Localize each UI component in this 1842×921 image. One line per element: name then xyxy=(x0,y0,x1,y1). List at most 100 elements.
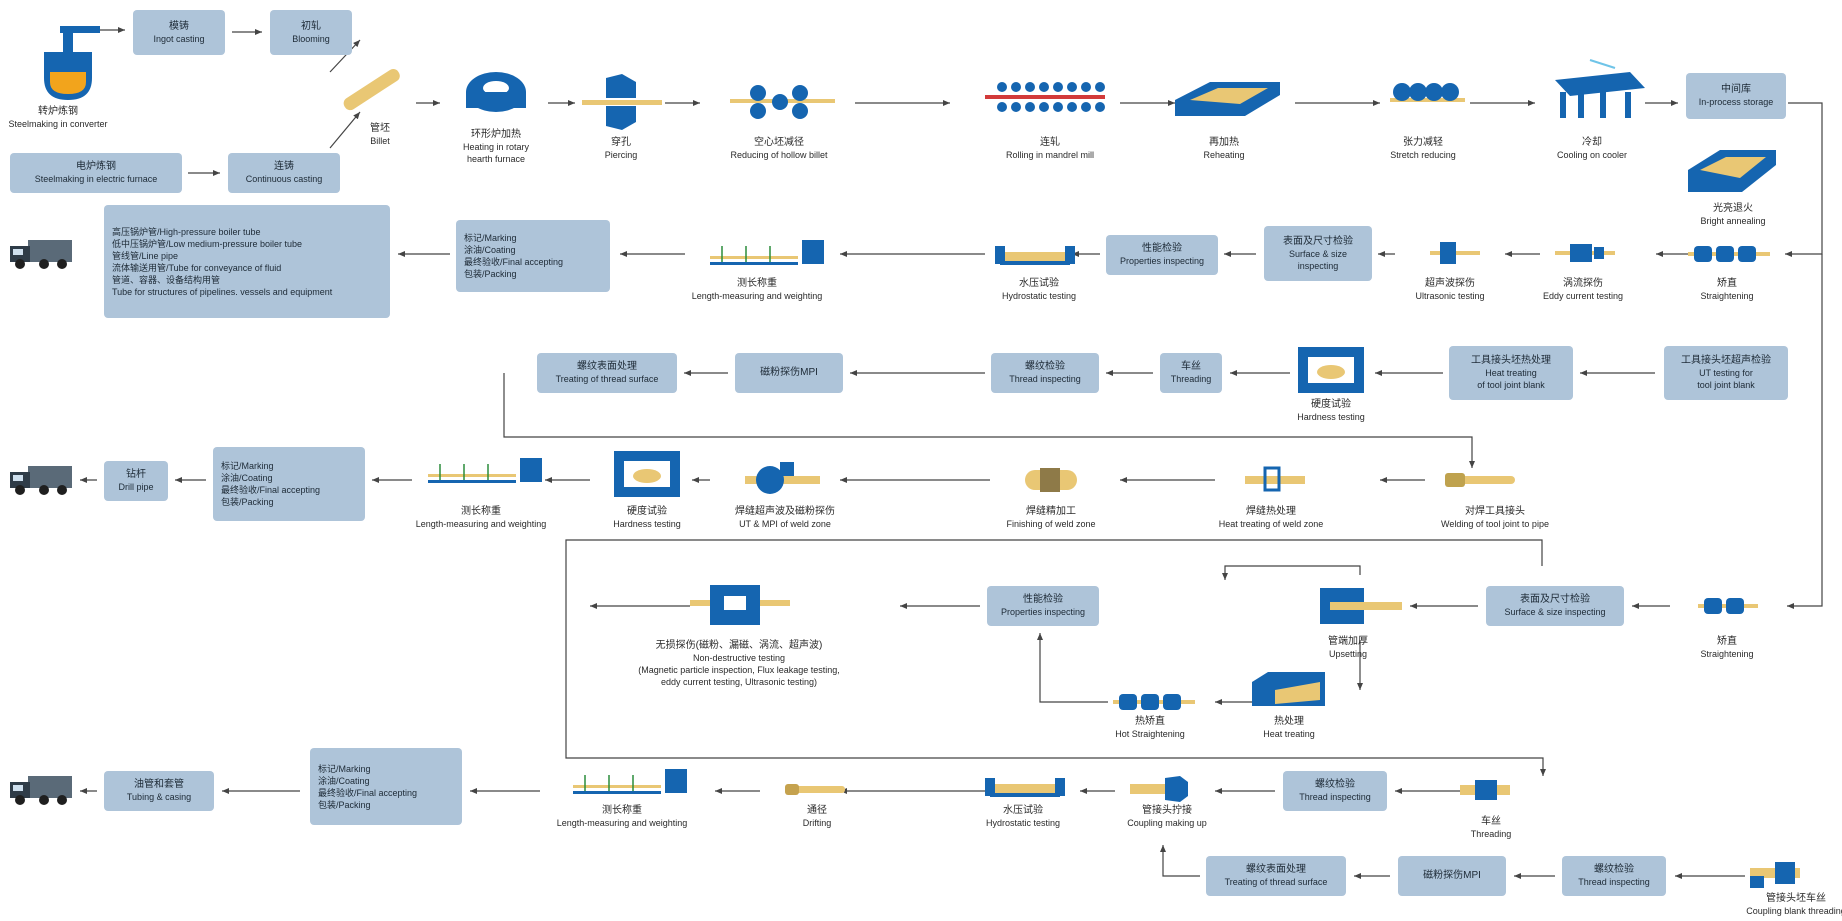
ultrasonic-icon xyxy=(1430,242,1480,264)
length-weight-icon-3 xyxy=(573,769,687,794)
stretch-reducing-icon xyxy=(1390,83,1465,102)
welding-tool-joint-icon xyxy=(1445,473,1515,487)
eddy-current-icon xyxy=(1555,244,1615,262)
ndt-label: 无损探伤(磁粉、漏磁、涡流、超声波)Non-destructive testin… xyxy=(638,640,840,687)
flow-arrow xyxy=(1787,254,1823,609)
billet-icon xyxy=(343,69,400,111)
piercing-icon xyxy=(582,74,662,130)
flow-arrow xyxy=(503,373,1475,468)
rotary-furnace-icon xyxy=(466,72,526,112)
hydrostatic-icon-2 xyxy=(985,778,1065,797)
threading-icon-2 xyxy=(1460,780,1510,800)
reheating-icon xyxy=(1175,82,1280,116)
flow-arrow xyxy=(1160,845,1200,877)
straightening-icon-1 xyxy=(1688,246,1770,262)
hardness-press-icon-1 xyxy=(1298,347,1364,393)
flow-arrow xyxy=(1037,633,1108,703)
heat-weld-icon xyxy=(1245,466,1305,492)
cooler-icon xyxy=(1555,59,1645,118)
straightening-icon-2 xyxy=(1698,598,1758,614)
length-weight-icon-2 xyxy=(428,458,542,483)
finishing-weld-icon xyxy=(1025,468,1077,492)
ut-mpi-weld-icon xyxy=(745,462,820,494)
hot-straightening-icon xyxy=(1113,694,1195,710)
flow-arrow xyxy=(1222,565,1361,580)
truck-icon-1 xyxy=(10,240,72,269)
coupling-making-icon xyxy=(1130,776,1188,802)
flow-arrow xyxy=(329,111,361,149)
bright-annealing-icon xyxy=(1688,150,1776,192)
truck-icon-3 xyxy=(10,776,72,805)
flow-arrow xyxy=(329,39,361,73)
mpi-box-2: 磁粉探伤MPI xyxy=(1398,856,1506,896)
converter-icon xyxy=(44,26,100,100)
ndt-icon xyxy=(690,585,790,625)
drifting-icon xyxy=(785,784,845,795)
reducing-hollow-icon xyxy=(730,85,835,119)
flow-arrow xyxy=(1785,102,1823,257)
upsetting-icon xyxy=(1320,588,1402,624)
coupling-blank-icon xyxy=(1750,862,1800,888)
mandrel-mill-icon xyxy=(985,82,1105,112)
truck-icon-2 xyxy=(10,466,72,495)
heat-treat-icon xyxy=(1252,672,1325,706)
length-weight-icon-1 xyxy=(710,240,824,265)
hardness-press-icon-2 xyxy=(614,451,680,497)
hydrostatic-icon-1 xyxy=(995,246,1075,265)
mpi-box-1: 磁粉探伤MPI xyxy=(735,353,843,393)
